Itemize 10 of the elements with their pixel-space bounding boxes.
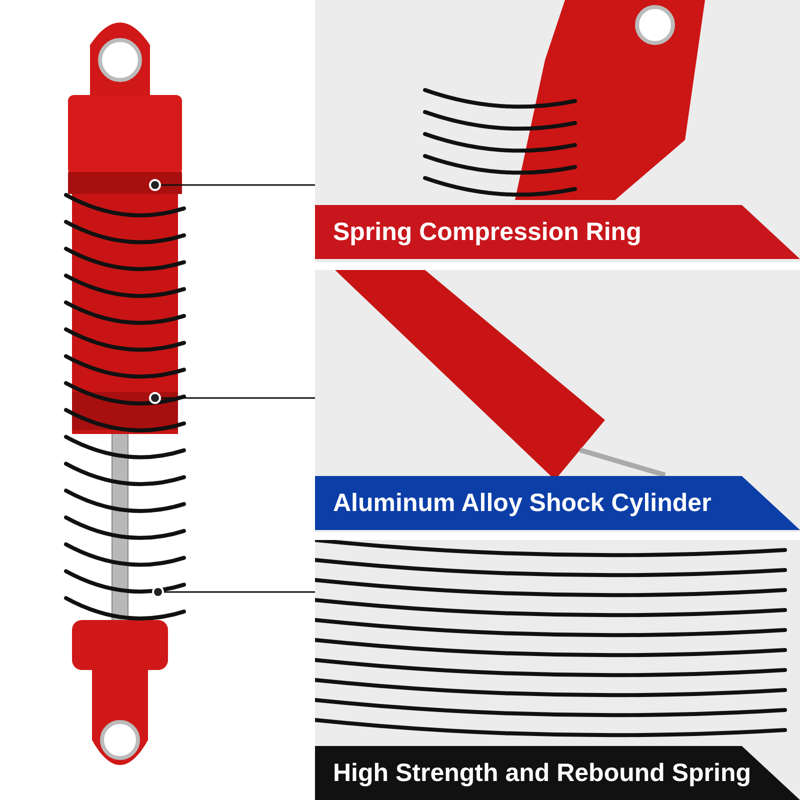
photo-panel bbox=[315, 270, 800, 532]
leader-line bbox=[161, 397, 315, 399]
feature-banner: Aluminum Alloy Shock Cylinder bbox=[315, 476, 800, 530]
photo-panel bbox=[315, 540, 800, 800]
leader-line bbox=[161, 184, 315, 186]
feature-banner: High Strength and Rebound Spring bbox=[315, 746, 800, 800]
marker-dot bbox=[152, 586, 164, 598]
feature-banner: Spring Compression Ring bbox=[315, 205, 800, 259]
photo-panel bbox=[315, 0, 800, 262]
leader-line bbox=[164, 591, 315, 593]
